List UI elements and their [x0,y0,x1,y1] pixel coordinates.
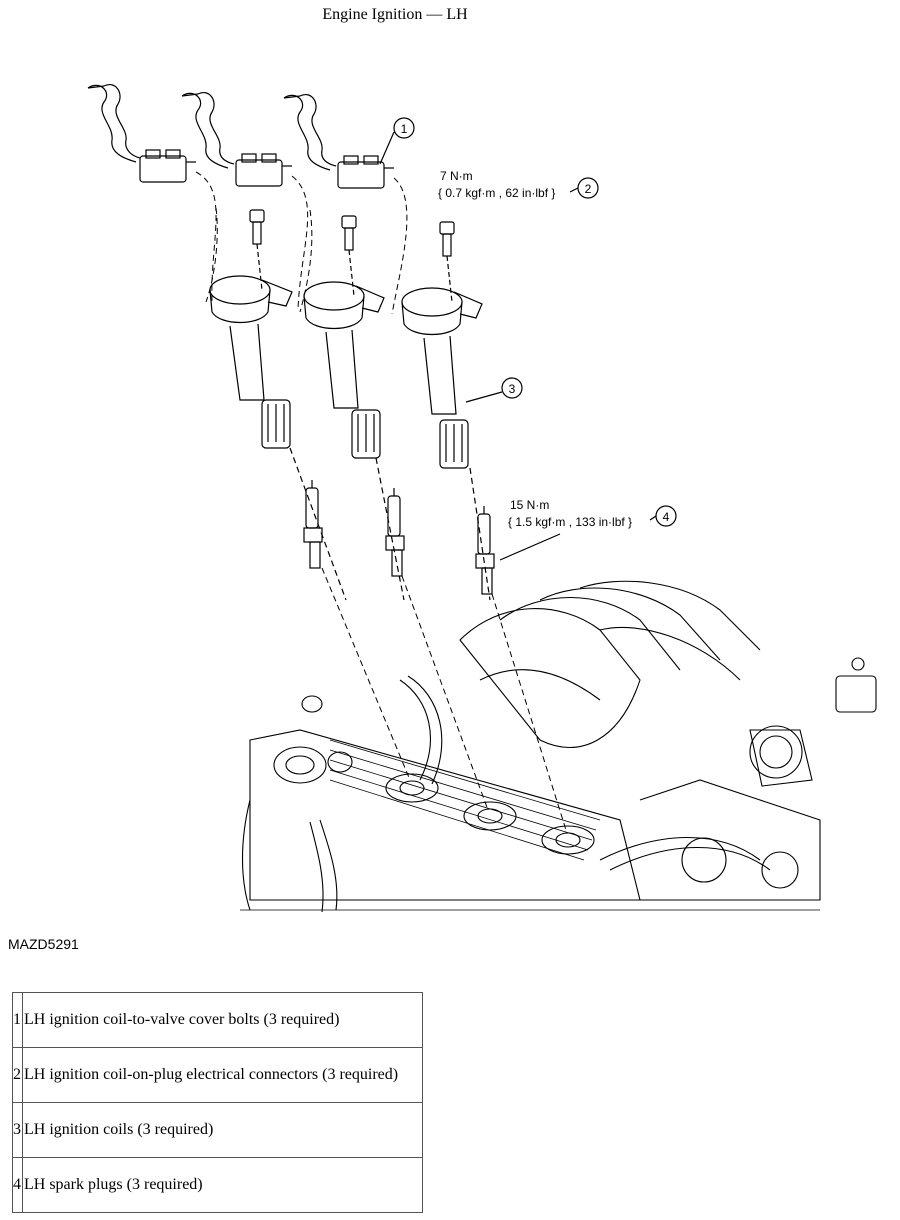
legend-table: 1 LH ignition coil-to-valve cover bolts … [12,992,423,1213]
coil-connector-3 [337,155,394,189]
svg-text:1: 1 [401,122,408,136]
callout-4: 15 N·m { 1.5 kgf·m , 133 in·lbf } 4 [499,498,677,561]
figure-id: MAZD5291 [8,936,79,952]
ignition-coil-2 [303,281,405,601]
callout-2: 7 N·m { 0.7 kgf·m , 62 in·lbf } 2 [438,169,599,200]
legend-description: LH ignition coil-to-valve cover bolts (3… [22,992,423,1048]
coil-bolt-2 [341,215,357,297]
harness-wire-2 [181,92,235,169]
svg-text:4: 4 [663,510,670,524]
callout-1: 1 [379,117,415,165]
spark-plug-1 [303,480,323,569]
harness-wire-1 [87,84,141,163]
legend-description: LH ignition coil-on-plug electrical conn… [22,1047,423,1103]
harness-wire-3 [283,94,337,171]
torque-spec-bolts-alt: { 0.7 kgf·m , 62 in·lbf } [438,186,555,200]
torque-spec-plugs: 15 N·m [510,498,549,512]
legend-number: 4 [12,1157,23,1213]
legend-description: LH ignition coils (3 required) [22,1102,423,1158]
table-row: 4 LH spark plugs (3 required) [12,1157,423,1213]
coil-connector-1 [139,149,196,183]
legend-number: 3 [12,1102,23,1158]
table-row: 3 LH ignition coils (3 required) [12,1102,423,1158]
page-title: Engine Ignition — LH [322,6,468,23]
table-row: 1 LH ignition coil-to-valve cover bolts … [12,992,423,1048]
engine-assembly [240,580,877,913]
ignition-coil-1 [209,275,347,601]
legend-description: LH spark plugs (3 required) [22,1157,423,1213]
svg-text:2: 2 [585,182,592,196]
coil-bolt-1 [249,209,265,291]
legend-number: 2 [12,1047,23,1103]
spark-plug-3 [475,506,495,595]
legend-number: 1 [12,992,23,1048]
callout-3: 3 [465,377,523,403]
exploded-view-illustration: 1 7 N·m { 0.7 kgf·m , 62 in·lbf } 2 3 15… [0,40,900,920]
svg-text:3: 3 [509,382,516,396]
torque-spec-plugs-alt: { 1.5 kgf·m , 133 in·lbf } [508,515,632,529]
spark-plug-2 [385,488,405,577]
coil-connector-2 [235,153,292,187]
table-row: 2 LH ignition coil-on-plug electrical co… [12,1047,423,1103]
ignition-coil-3 [401,287,491,601]
torque-spec-bolts: 7 N·m [440,169,473,183]
coil-bolt-3 [439,221,455,303]
